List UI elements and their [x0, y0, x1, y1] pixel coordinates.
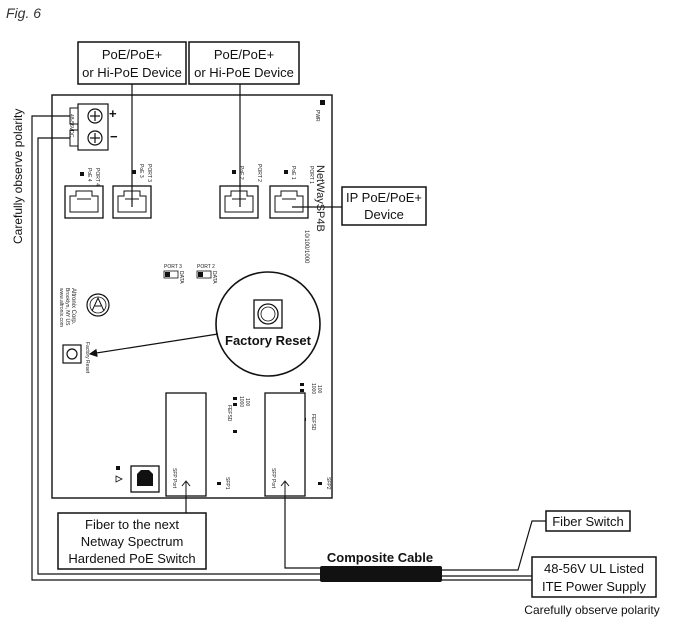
- figure-label: Fig. 6: [6, 5, 41, 21]
- polarity-note-left: Carefully observe polarity: [11, 109, 25, 244]
- jumper-port-3: PORT 3 DATA: [163, 264, 184, 284]
- rj45-port-4: [64, 185, 104, 219]
- factory-reset-callout: Factory Reset: [215, 271, 321, 377]
- board-title: NetWaySP4B: [314, 165, 326, 232]
- svg-text:1000: 1000: [310, 383, 316, 394]
- svg-text:PORT 2: PORT 2: [197, 264, 215, 270]
- composite-cable: [320, 566, 442, 582]
- power-supply-box: 48-56V UL Listed ITE Power Supply: [531, 556, 657, 598]
- sfp-cage-left: SFP Port SFP1: [165, 392, 230, 497]
- svg-text:100: 100: [244, 398, 250, 407]
- svg-text:or Hi-PoE Device: or Hi-PoE Device: [194, 65, 294, 80]
- svg-text:1000: 1000: [238, 396, 244, 407]
- svg-text:FEFSD: FEFSD: [226, 405, 232, 422]
- composite-cable-label: Composite Cable: [327, 550, 433, 565]
- company-city: Brooklyn, NY US: [64, 288, 70, 326]
- poe-label-4: PoE 4: [86, 168, 92, 182]
- svg-text:or Hi-PoE Device: or Hi-PoE Device: [82, 65, 182, 80]
- poe-device-box-left: PoE/PoE+ or Hi-PoE Device: [77, 41, 187, 85]
- terminal-plus: +: [109, 106, 117, 121]
- poe-device-box-middle: PoE/PoE+ or Hi-PoE Device: [188, 41, 300, 85]
- svg-text:Fiber to the next: Fiber to the next: [85, 517, 179, 532]
- svg-text:SFP1: SFP1: [224, 477, 230, 490]
- ip-device-box: IP PoE/PoE+ Device: [341, 186, 427, 226]
- jumper-port-2: PORT 2 DATA: [196, 264, 217, 284]
- svg-text:FEFSD: FEFSD: [310, 414, 316, 431]
- power-terminal-block: [69, 103, 109, 151]
- polarity-note-bottom: Carefully observe polarity: [524, 603, 659, 617]
- svg-text:PoE/PoE+: PoE/PoE+: [102, 47, 162, 62]
- svg-text:PORT 3: PORT 3: [164, 264, 182, 270]
- pwr-led: [320, 100, 325, 105]
- sfp-cage-right: SFP Port SFP2: [264, 392, 331, 497]
- rj45-port-1: [269, 185, 309, 219]
- port-label-4: PORT 4: [94, 168, 100, 186]
- factory-reset-arrow: [88, 333, 219, 358]
- svg-text:Fiber Switch: Fiber Switch: [552, 514, 624, 529]
- svg-text:SFP Port: SFP Port: [171, 468, 177, 489]
- poe-label-3: PoE 3: [138, 164, 144, 178]
- pwr-label: PWR: [314, 110, 320, 122]
- svg-text:Hardened PoE Switch: Hardened PoE Switch: [68, 551, 195, 566]
- altronix-logo: [86, 293, 110, 317]
- power-wire-positive: [31, 115, 440, 581]
- port-label-1: PORT 1: [308, 166, 314, 184]
- company-web: www.altronix.com: [58, 288, 64, 327]
- svg-text:Factory Reset: Factory Reset: [225, 333, 312, 348]
- svg-text:PoE/PoE+: PoE/PoE+: [214, 47, 274, 62]
- poe-label-2: PoE 2: [238, 166, 244, 180]
- power-wire-negative: [37, 137, 440, 575]
- svg-text:48-56V UL Listed: 48-56V UL Listed: [544, 561, 644, 576]
- fiber-switch-wire: [442, 520, 548, 571]
- factory-reset-small-label: Factory Reset: [84, 342, 90, 374]
- svg-text:Device: Device: [364, 207, 404, 222]
- svg-text:DATA: DATA: [211, 271, 217, 284]
- svg-text:Netway Spectrum: Netway Spectrum: [81, 534, 184, 549]
- svg-text:IP PoE/PoE+: IP PoE/PoE+: [346, 190, 422, 205]
- port-label-2: PORT 2: [256, 164, 262, 182]
- poe-label-1: PoE 1: [290, 166, 296, 180]
- usb-port: [115, 465, 160, 493]
- led-indicators: 1000 100 FEFSD 1000 100 FEFSD: [226, 383, 322, 433]
- board-subtitle: 10/100/1000: [303, 230, 309, 264]
- svg-text:SFP2: SFP2: [325, 477, 331, 490]
- svg-text:ITE Power Supply: ITE Power Supply: [542, 579, 647, 594]
- fiber-next-box: Fiber to the next Netway Spectrum Harden…: [57, 512, 207, 570]
- terminal-minus: −: [110, 129, 118, 144]
- factory-reset-button-small[interactable]: [62, 344, 82, 364]
- company-name: Altronix Corp.: [70, 288, 76, 325]
- rj45-port-2: [219, 185, 259, 219]
- fiber-switch-box: Fiber Switch: [545, 510, 631, 532]
- svg-text:DATA: DATA: [178, 271, 184, 284]
- port-label-3: PORT 3: [146, 164, 152, 182]
- vdc-label: 48-56VDC: [68, 114, 74, 138]
- svg-text:100: 100: [316, 385, 322, 394]
- svg-text:SFP Port: SFP Port: [270, 468, 276, 489]
